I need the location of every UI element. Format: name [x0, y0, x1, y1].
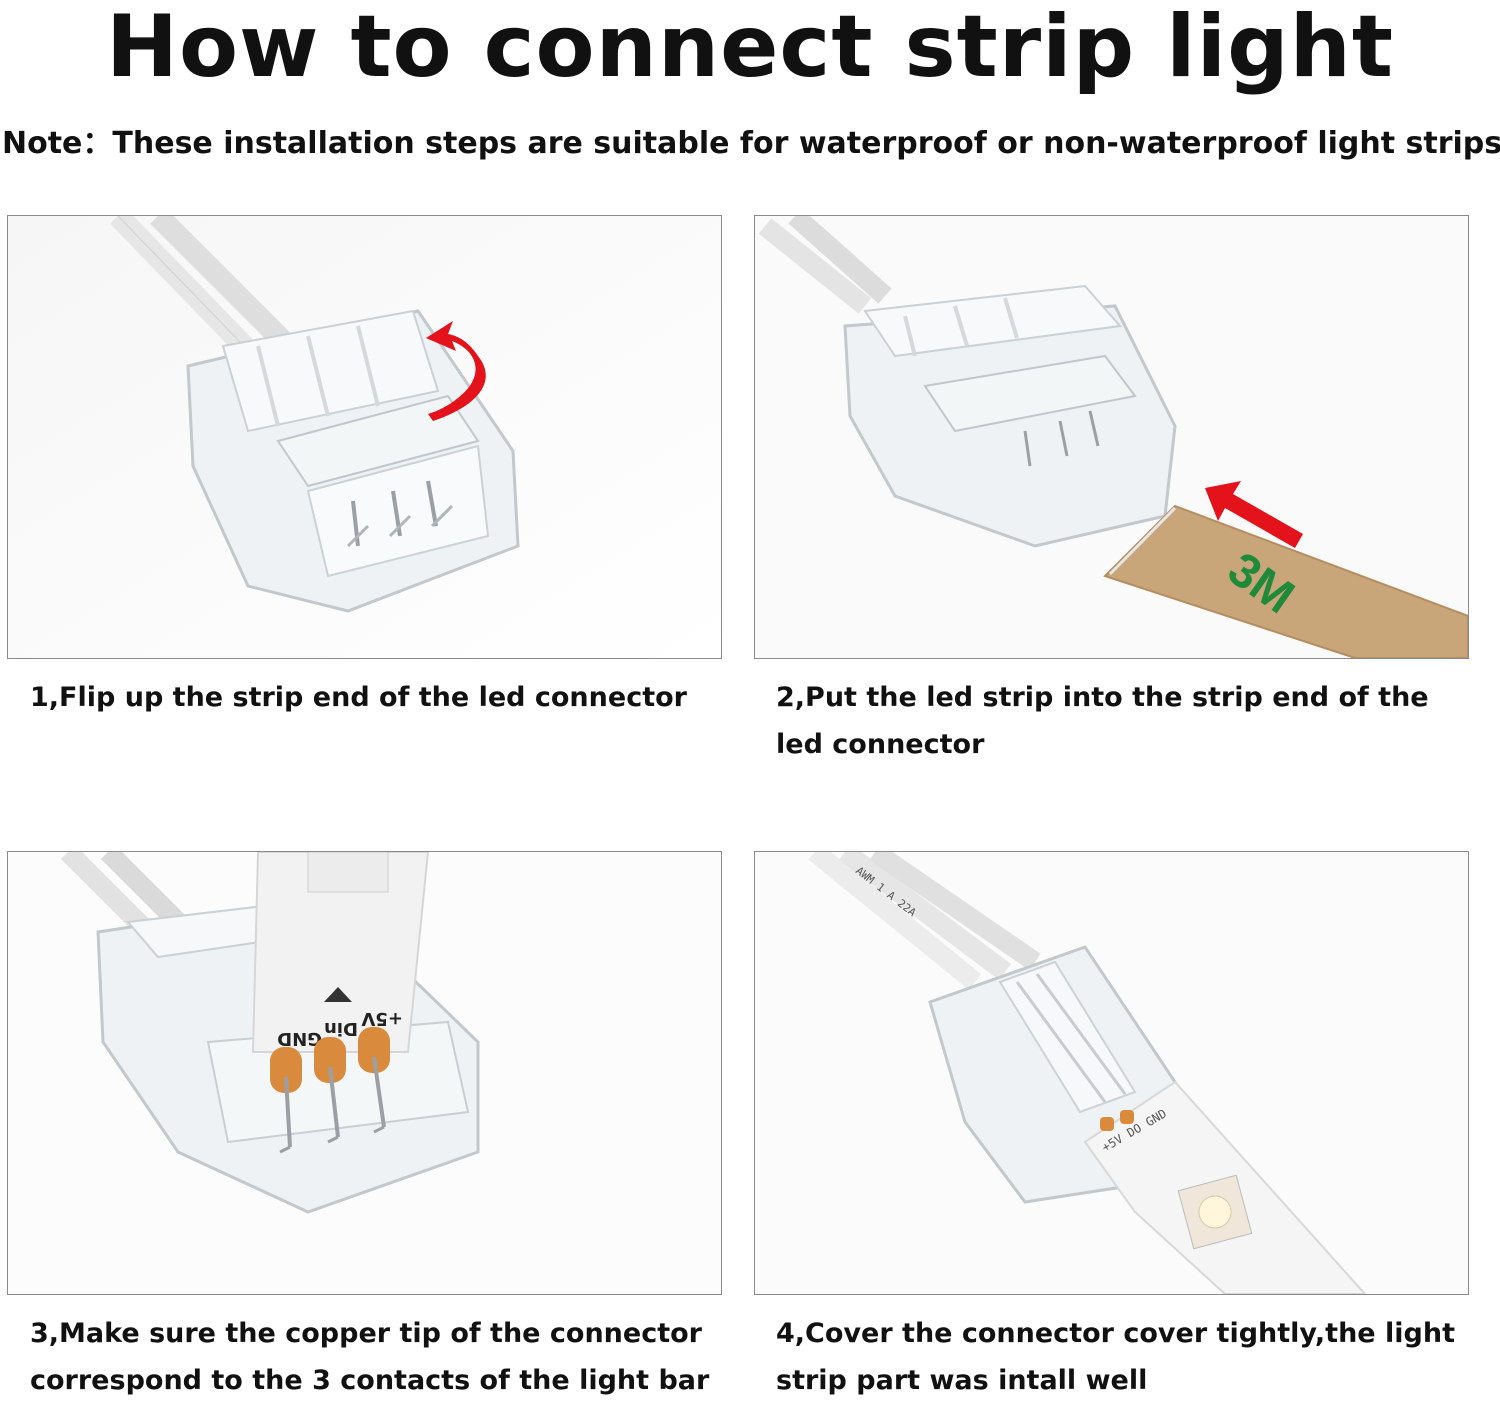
led-strip-tape: 3M	[1103, 504, 1468, 658]
pad-label-5v: +5V	[361, 1008, 403, 1029]
cable-wires: AWM 1 A 22A	[808, 852, 1041, 990]
connector-pins	[346, 480, 454, 548]
cable-wires	[758, 216, 892, 314]
flip-arrow-icon	[426, 321, 486, 421]
direction-arrow-icon	[324, 987, 352, 1002]
insert-arrow-icon	[1205, 481, 1303, 548]
led-strip-end: GND Din +5V	[251, 852, 430, 1053]
step-4-photo: AWM 1 A 22A +5V DO GND	[754, 851, 1469, 1295]
installation-note: Note：These installation steps are suitab…	[2, 126, 1500, 161]
step-1-caption: 1,Flip up the strip end of the led conne…	[30, 682, 687, 713]
step-3-caption: 3,Make sure the copper tip of the connec…	[30, 1318, 710, 1396]
pad-label-gnd: GND	[277, 1028, 322, 1049]
step-1-photo	[7, 215, 722, 659]
connector-pins	[279, 1056, 386, 1154]
connector-pins	[1023, 410, 1100, 467]
page-title: How to connect strip light	[106, 0, 1394, 97]
led-strip: +5V DO GND	[1083, 1080, 1367, 1294]
cable-wires	[60, 852, 186, 940]
step-2-caption: 2,Put the led strip into the strip end o…	[776, 682, 1429, 760]
step-4-caption: 4,Cover the connector cover tightly,the …	[776, 1318, 1455, 1396]
connector-body	[843, 284, 1177, 548]
pad-label-din: Din	[324, 1018, 358, 1039]
step-2-photo: 3M	[754, 215, 1469, 659]
copper-pads	[270, 1027, 390, 1093]
step-3-photo: GND Din +5V	[7, 851, 722, 1295]
